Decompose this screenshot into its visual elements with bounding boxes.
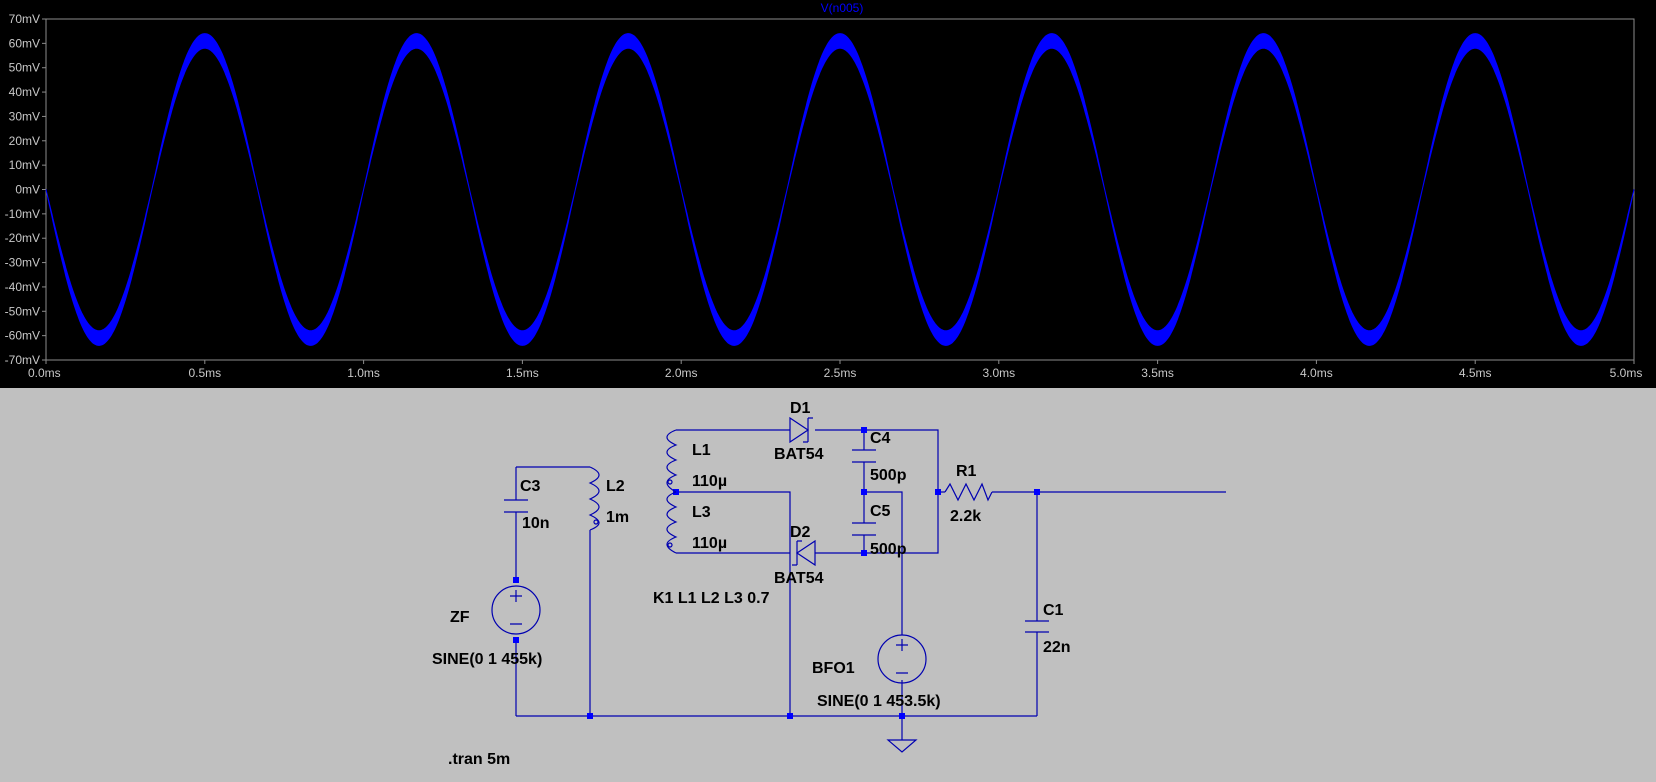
c5-name: C5 [870,503,891,520]
c1-value: 22n [1043,639,1071,656]
d2-name: D2 [790,524,811,541]
trace-title[interactable]: V(n005) [821,1,864,15]
x-tick-label: 0.5ms [188,366,221,380]
x-tick-label: 3.5ms [1141,366,1174,380]
diode-d1[interactable] [789,416,813,444]
y-tick-label: 0mV [15,183,40,197]
c4-value: 500p [870,467,907,484]
plot-frame [45,18,1635,361]
x-tick-label: 2.5ms [824,366,857,380]
capacitor-c5[interactable] [852,522,876,536]
y-tick-label: -60mV [5,329,40,343]
tran-directive[interactable]: .tran 5m [448,751,510,768]
y-tick-label: 30mV [9,109,40,123]
waveform-plot[interactable]: V(n005) 70mV 60mV 50mV 40mV 30mV 20mV 10mV 0mV -… [0,0,1656,388]
d2-model: BAT54 [774,570,824,587]
voltage-source-bfo1[interactable] [877,634,927,684]
y-tick-label: -20mV [5,231,40,245]
y-tick-label: 70mV [9,12,40,26]
schematic-pane[interactable]: D1 BAT54 D2 BAT54 C4 500p C5 500p R1 2.2… [0,388,1656,777]
wires [515,429,1226,740]
x-tick-label: 0.0ms [28,366,61,380]
x-tick-label: 4.5ms [1459,366,1492,380]
capacitor-c3[interactable] [504,499,528,513]
x-tick-label: 3.0ms [982,366,1015,380]
l3-value: 110µ [692,535,727,552]
inductor-l1-l3[interactable] [666,429,678,554]
bfo-value: SINE(0 1 453.5k) [817,693,941,710]
c5-value: 500p [870,541,907,558]
c1-name: C1 [1043,602,1064,619]
voltage-source-zf[interactable] [491,585,541,635]
schematic-canvas[interactable]: D1 BAT54 D2 BAT54 C4 500p C5 500p R1 2.2… [0,388,1656,777]
trace-waveform [45,33,1635,346]
x-tick-label: 2.0ms [665,366,698,380]
l1-name: L1 [692,442,711,459]
diode-d2[interactable] [792,539,816,567]
inductor-l2[interactable] [588,466,600,531]
capacitor-c4[interactable] [852,449,876,463]
x-tick-label: 5.0ms [1610,366,1643,380]
y-tick-label: -10mV [5,207,40,221]
resistor-r1[interactable] [944,482,993,502]
zf-name: ZF [450,609,470,626]
c3-value: 10n [522,515,550,532]
c4-name: C4 [870,430,891,447]
l1-value: 110µ [692,473,727,490]
y-tick-label: -70mV [5,353,40,367]
l3-name: L3 [692,504,711,521]
y-tick-label: 20mV [9,134,40,148]
zf-value: SINE(0 1 455k) [432,651,542,668]
coupling-directive[interactable]: K1 L1 L2 L3 0.7 [653,590,770,607]
waveform-pane[interactable]: V(n005) 70mV 60mV 50mV 40mV 30mV 20mV 10mV 0mV -… [0,0,1656,388]
r1-value: 2.2k [950,508,981,525]
y-tick-label: 60mV [9,36,40,50]
y-tick-label: 10mV [9,158,40,172]
ground-symbol [886,739,918,753]
r1-name: R1 [956,463,977,480]
y-tick-label: -30mV [5,256,40,270]
x-tick-label: 4.0ms [1300,366,1333,380]
d1-name: D1 [790,400,811,417]
x-tick-label: 1.5ms [506,366,539,380]
l2-value: 1m [606,509,629,526]
y-tick-label: -50mV [5,304,40,318]
y-tick-label: 40mV [9,85,40,99]
x-tick-label: 1.0ms [347,366,380,380]
bfo-name: BFO1 [812,660,855,677]
capacitor-c1[interactable] [1025,620,1049,633]
c3-name: C3 [520,478,541,495]
d1-model: BAT54 [774,446,824,463]
y-tick-label: 50mV [9,61,40,75]
l2-name: L2 [606,478,625,495]
y-tick-label: -40mV [5,280,40,294]
